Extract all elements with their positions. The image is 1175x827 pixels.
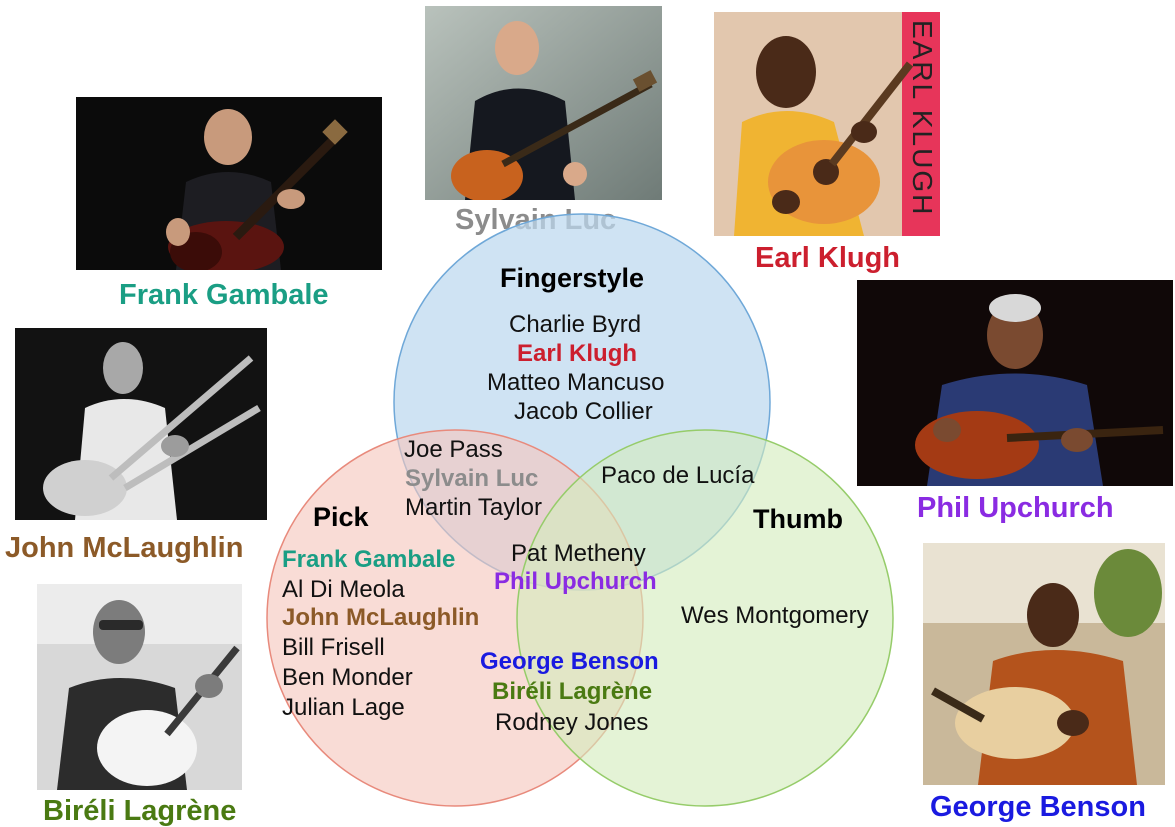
thumb-circle (516, 429, 894, 807)
pick-name: Julian Lage (282, 694, 405, 721)
pick-thumb-name: George Benson (480, 648, 659, 675)
photo-earl-klugh: EARL KLUGH (714, 12, 940, 236)
caption-frank-gambale: Frank Gambale (119, 279, 329, 311)
thumb-label: Thumb (753, 504, 843, 534)
fingerstyle-name: Earl Klugh (517, 340, 638, 367)
pick-name: Frank Gambale (282, 546, 456, 573)
photo-sylvain-luc (425, 6, 662, 200)
fingerstyle-name: Charlie Byrd (509, 311, 642, 338)
fingerstyle-pick-name: Joe Pass (404, 436, 503, 463)
fingerstyle-name: Matteo Mancuso (487, 369, 665, 396)
pick-label: Pick (313, 502, 369, 532)
caption-bireli-lagrene: Biréli Lagrène (43, 795, 237, 827)
fingerstyle-name: Jacob Collier (514, 398, 653, 425)
photo-frank-gambale (76, 97, 382, 270)
all-three-name: Phil Upchurch (494, 568, 657, 595)
caption-phil-upchurch: Phil Upchurch (917, 492, 1114, 524)
all-three-name: Pat Metheny (511, 540, 646, 567)
photo-george-benson (923, 543, 1165, 785)
album-title-text: EARL KLUGH (907, 20, 938, 217)
photo-bireli-lagrene (37, 584, 242, 790)
fingerstyle-label: Fingerstyle (500, 263, 645, 293)
fingerstyle-pick-name: Sylvain Luc (405, 465, 539, 492)
pick-thumb-name: Rodney Jones (495, 709, 649, 736)
fingerstyle-pick-name: Martin Taylor (405, 494, 542, 521)
caption-john-mclaughlin: John McLaughlin (5, 532, 244, 564)
thumb-name: Wes Montgomery (681, 602, 869, 629)
caption-george-benson: George Benson (930, 791, 1146, 823)
caption-earl-klugh: Earl Klugh (755, 242, 901, 274)
pick-thumb-name: Biréli Lagrène (492, 678, 653, 705)
fingerstyle-thumb-name: Paco de Lucía (601, 462, 755, 489)
pick-name: Al Di Meola (282, 576, 405, 603)
pick-name: Ben Monder (282, 664, 413, 691)
pick-name: John McLaughlin (282, 604, 480, 631)
photo-phil-upchurch (857, 280, 1173, 486)
photo-john-mclaughlin (15, 328, 267, 520)
pick-name: Bill Frisell (282, 634, 385, 661)
